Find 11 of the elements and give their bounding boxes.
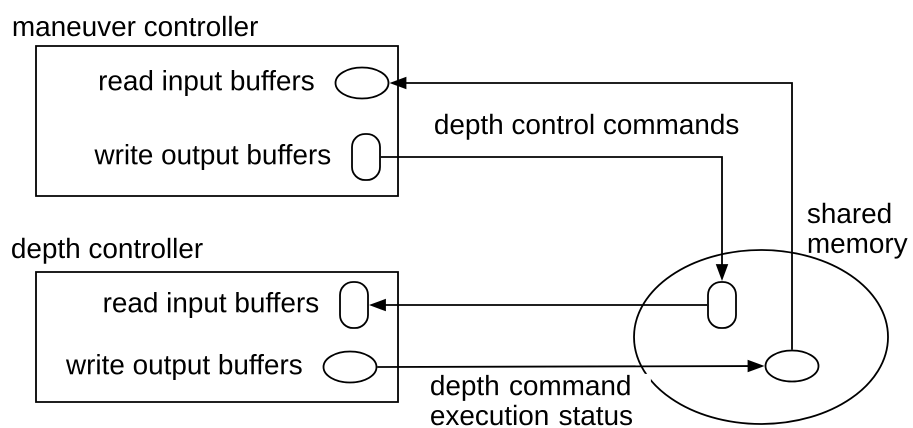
edge-label: depth control commands [432, 112, 740, 141]
buffer-label: read input buffers [100, 70, 314, 96]
memory-heading: shared memory [808, 202, 908, 259]
buffer-label: write output buffers [94, 144, 330, 170]
edge-label: depth command execution status [428, 374, 651, 426]
box-heading: depth controller [12, 238, 203, 264]
buffer-capsule [707, 281, 737, 329]
box-heading: maneuver controller [14, 16, 258, 36]
buffer-ellipse [764, 350, 820, 382]
buffer-label: write output buffers [66, 354, 302, 380]
buffer-label: read input buffers [104, 292, 318, 318]
